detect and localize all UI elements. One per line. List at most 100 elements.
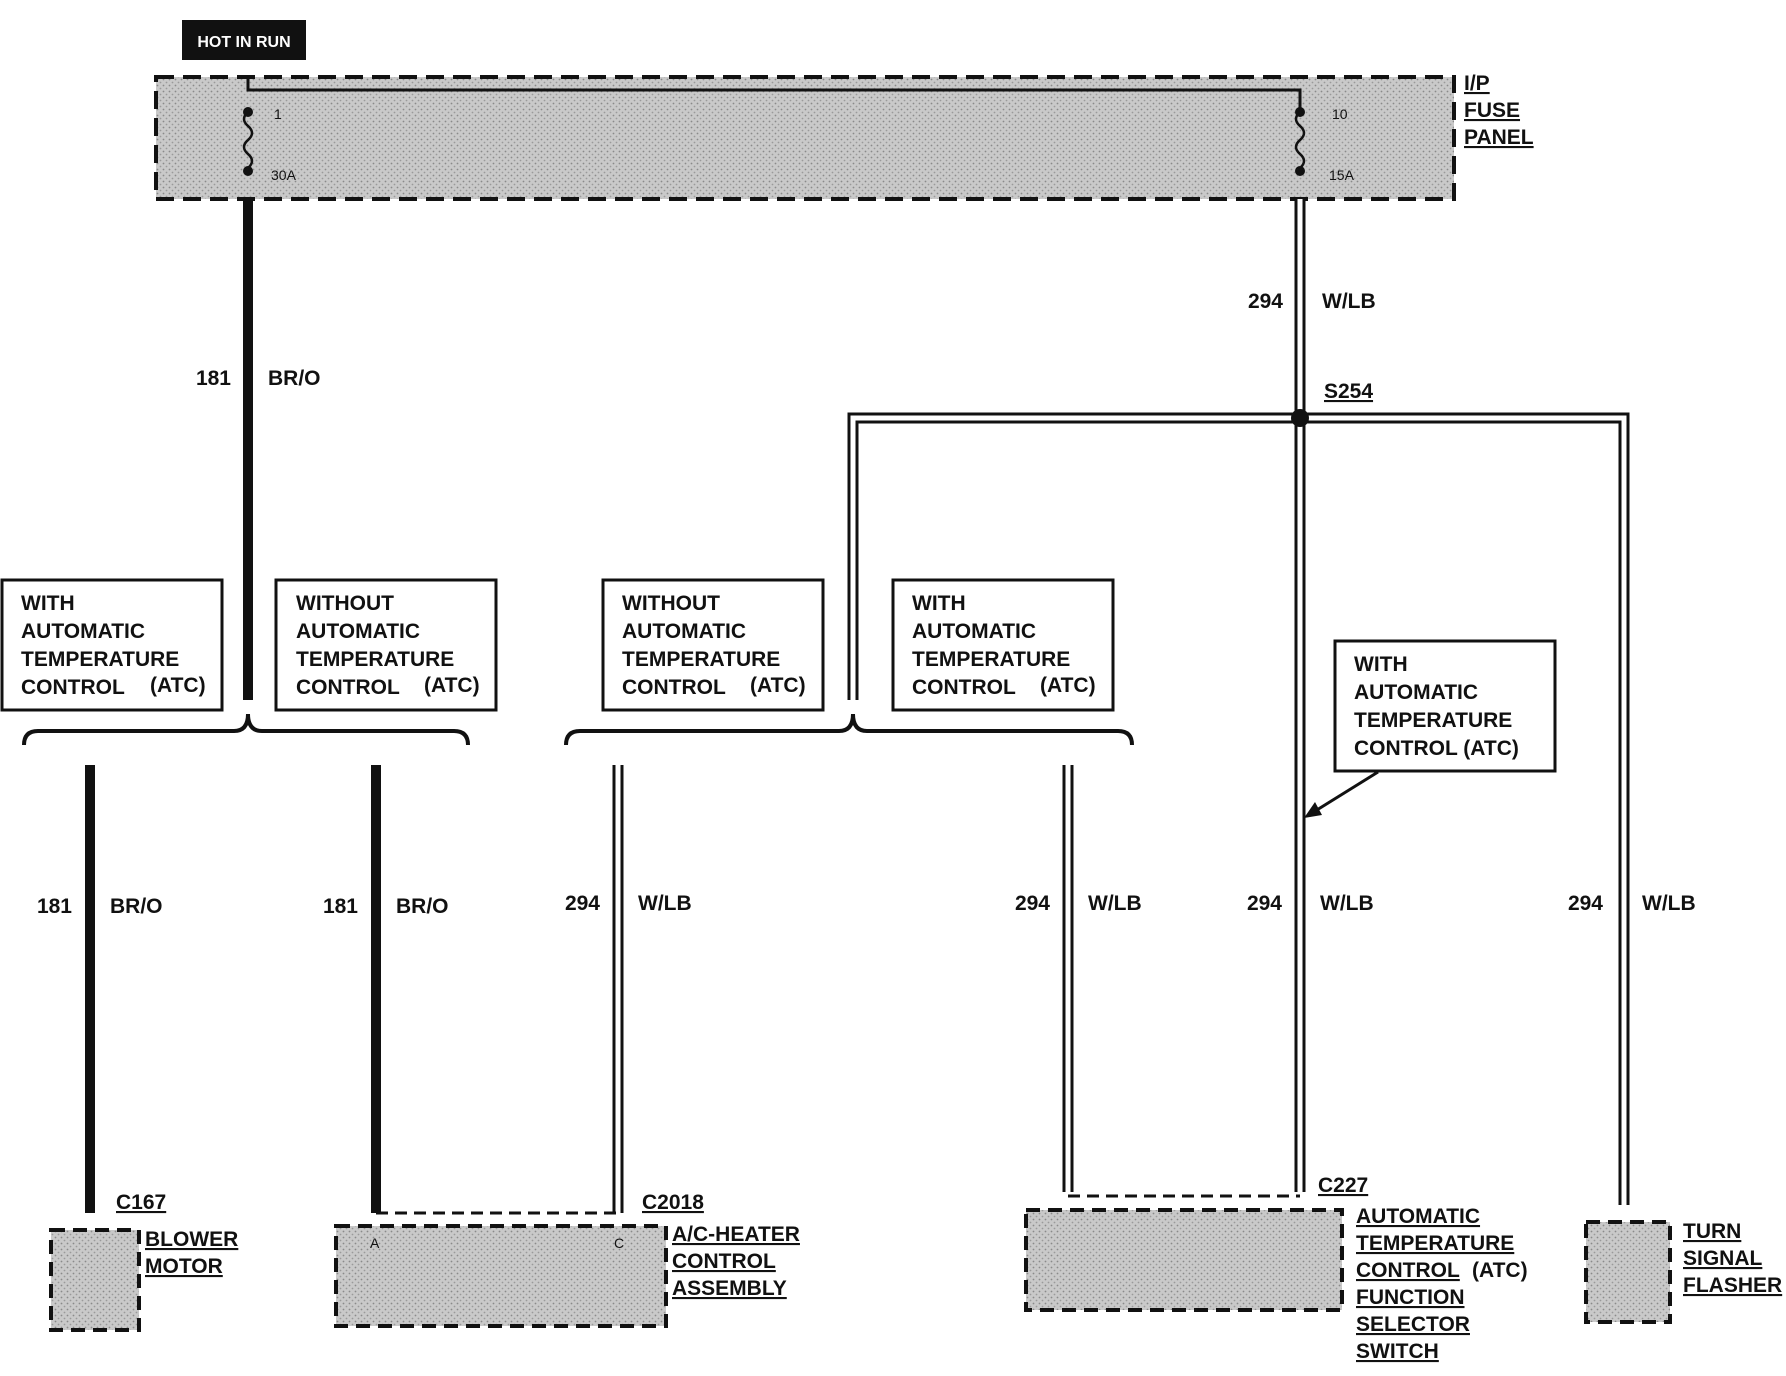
option-box-2-frame — [274, 578, 498, 712]
wire-181-main-color: BR/O — [268, 367, 321, 390]
atc-selector-switch-box — [1024, 1208, 1344, 1312]
wire-294-heater-color: W/LB — [638, 892, 692, 915]
connector-c2018: C2018 — [642, 1191, 704, 1214]
wire-181-heater-circuit: 181 — [323, 895, 358, 918]
option-box-5-line-3: TEMPERATURE — [1354, 709, 1512, 732]
fuse-panel-label-2: FUSE — [1464, 99, 1520, 122]
atc-switch-label-7: SWITCH — [1356, 1340, 1439, 1363]
ac-heater-label-3: ASSEMBLY — [672, 1277, 787, 1300]
wire-294-atc-circuit: 294 — [1247, 892, 1282, 915]
fuse-1-icon — [242, 111, 254, 169]
fuse-10-icon — [1294, 111, 1306, 169]
fuse-1-rating: 30A — [271, 167, 297, 183]
wire-294-feed-color: W/LB — [1322, 290, 1376, 313]
brace-181 — [22, 713, 470, 746]
option-box-1-line-3: TEMPERATURE — [21, 648, 179, 671]
turn-signal-label-3: FLASHER — [1683, 1274, 1782, 1297]
turn-signal-label-1: TURN — [1683, 1220, 1741, 1243]
option-box-5-arrow-icon — [1304, 802, 1322, 818]
hot-in-run-label: HOT IN RUN — [197, 34, 290, 51]
turn-signal-flasher-box — [1584, 1220, 1672, 1324]
atc-switch-label-1: AUTOMATIC — [1356, 1205, 1480, 1228]
option-box-1-atc: (ATC) — [150, 674, 206, 697]
heater-pin-c: C — [614, 1235, 624, 1251]
option-box-4-line-2: AUTOMATIC — [912, 620, 1036, 643]
fuse-10-terminal-top — [1295, 107, 1305, 117]
wire-294-atc-opt-circuit: 294 — [1015, 892, 1050, 915]
ip-fuse-panel — [154, 75, 1456, 201]
option-box-2-atc: (ATC) — [424, 674, 480, 697]
wire-181-main-circuit: 181 — [196, 367, 231, 390]
wire-181-blower-color: BR/O — [110, 895, 163, 918]
ac-heater-label-1: A/C-HEATER — [672, 1223, 800, 1246]
heater-pin-a: A — [370, 1235, 380, 1251]
wire-181-blower-circuit: 181 — [37, 895, 72, 918]
wire-181-heater-color: BR/O — [396, 895, 449, 918]
wire-294-atc-opt-color: W/LB — [1088, 892, 1142, 915]
option-box-3-atc: (ATC) — [750, 674, 806, 697]
option-box-5-frame — [1333, 639, 1557, 773]
option-box-1-line-2: AUTOMATIC — [21, 620, 145, 643]
splice-s254-label: S254 — [1324, 380, 1373, 403]
blower-motor-label-2: MOTOR — [145, 1255, 223, 1278]
ac-heater-control-box — [334, 1224, 668, 1328]
wire-294-flasher-circuit: 294 — [1568, 892, 1603, 915]
connector-c227: C227 — [1318, 1174, 1368, 1197]
fuse-1-number: 1 — [274, 106, 282, 122]
brace-294 — [564, 713, 1134, 746]
wire-294-branch-outline — [847, 412, 1630, 1205]
option-box-3-line-2: AUTOMATIC — [622, 620, 746, 643]
option-box-4-line-1: WITH — [912, 592, 966, 615]
fuse-10-number: 10 — [1332, 106, 1348, 122]
connector-c167: C167 — [116, 1191, 166, 1214]
option-box-3-frame — [601, 578, 825, 712]
atc-switch-label-6: SELECTOR — [1356, 1313, 1470, 1336]
wire-294-branch — [850, 415, 1627, 1205]
option-box-4-line-3: TEMPERATURE — [912, 648, 1070, 671]
option-box-5-line-4: CONTROL (ATC) — [1354, 737, 1519, 760]
wire-294-atc-color: W/LB — [1320, 892, 1374, 915]
option-box-5: WITH AUTOMATIC TEMPERATURE CONTROL (ATC) — [1333, 639, 1557, 773]
option-box-2-line-4: CONTROL — [296, 676, 400, 699]
fuse-panel-label-3: PANEL — [1464, 126, 1534, 149]
fuse-panel-label-1: I/P — [1464, 72, 1490, 95]
hot-in-run-tag — [182, 20, 306, 60]
option-box-5-leader — [1311, 770, 1379, 815]
atc-switch-label-4: (ATC) — [1472, 1259, 1528, 1282]
atc-switch-label-5: FUNCTION — [1356, 1286, 1465, 1309]
option-box-2-line-3: TEMPERATURE — [296, 648, 454, 671]
turn-signal-label-2: SIGNAL — [1683, 1247, 1763, 1270]
option-box-5-line-1: WITH — [1354, 653, 1408, 676]
option-box-1-line-4: CONTROL — [21, 676, 125, 699]
wire-294-feed-circuit: 294 — [1248, 290, 1283, 313]
option-box-4-frame — [891, 578, 1115, 712]
atc-switch-label-2: TEMPERATURE — [1356, 1232, 1514, 1255]
option-box-3: WITHOUT AUTOMATIC TEMPERATURE CONTROL (A… — [601, 578, 825, 712]
option-box-1-frame — [0, 578, 224, 712]
blower-motor-label-1: BLOWER — [145, 1228, 238, 1251]
fuse-10-terminal-bottom — [1295, 166, 1305, 176]
option-box-4: WITH AUTOMATIC TEMPERATURE CONTROL (ATC) — [891, 578, 1115, 712]
option-box-1-line-1: WITH — [21, 592, 75, 615]
option-box-4-atc: (ATC) — [1040, 674, 1096, 697]
atc-switch-label-3: CONTROL — [1356, 1259, 1460, 1282]
option-box-4-line-4: CONTROL — [912, 676, 1016, 699]
fuse-panel-bus — [246, 79, 1302, 112]
fuse-1-terminal-bottom — [243, 166, 253, 176]
option-box-1: WITH AUTOMATIC TEMPERATURE CONTROL (ATC) — [0, 578, 224, 712]
wire-294-group — [612, 199, 1630, 1213]
fuse-1-terminal-top — [243, 107, 253, 117]
wire-294-flasher-color: W/LB — [1642, 892, 1696, 915]
option-box-3-line-4: CONTROL — [622, 676, 726, 699]
wire-294-heater-circuit: 294 — [565, 892, 600, 915]
fuse-10-rating: 15A — [1329, 167, 1355, 183]
splice-s254-dot — [1291, 409, 1309, 427]
option-box-2: WITHOUT AUTOMATIC TEMPERATURE CONTROL (A… — [274, 578, 498, 712]
option-box-2-line-1: WITHOUT — [296, 592, 394, 615]
blower-motor-box — [49, 1228, 141, 1332]
ac-heater-label-2: CONTROL — [672, 1250, 776, 1273]
option-box-2-line-2: AUTOMATIC — [296, 620, 420, 643]
option-box-5-line-2: AUTOMATIC — [1354, 681, 1478, 704]
option-box-3-line-1: WITHOUT — [622, 592, 720, 615]
